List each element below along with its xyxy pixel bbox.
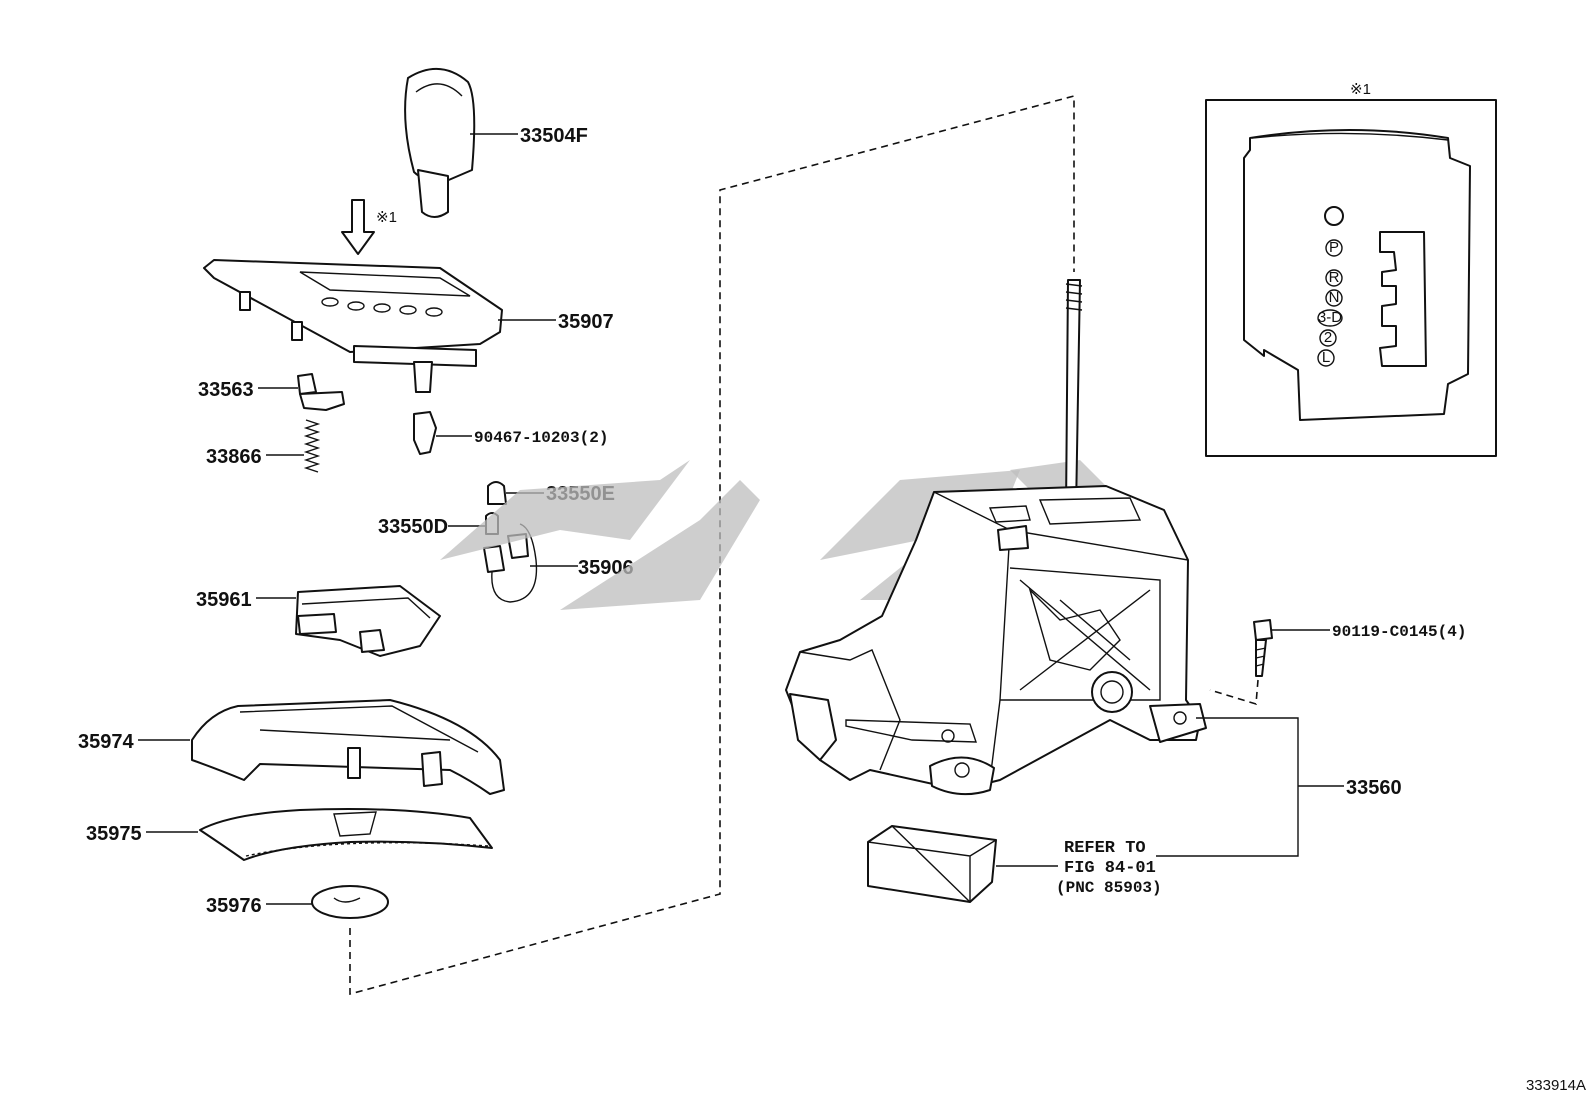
label-33866: 33866 xyxy=(206,446,262,468)
label-33560: 33560 xyxy=(1346,777,1402,799)
inset-note: ※1 xyxy=(1350,81,1371,98)
shift-button-part xyxy=(297,373,345,411)
diagram-id: 333914A xyxy=(1526,1077,1586,1094)
control-module-part xyxy=(867,825,997,903)
label-33550D: 33550D xyxy=(378,516,448,538)
label-35961: 35961 xyxy=(196,589,252,611)
gear-n: N xyxy=(1329,289,1340,306)
label-33504F: 33504F xyxy=(520,125,588,147)
label-33563: 33563 xyxy=(198,379,254,401)
bolt-dash xyxy=(1209,679,1259,706)
gear-indicator-list: P R N 3-D 2 L xyxy=(1317,239,1343,367)
bracket-33560 xyxy=(1156,717,1299,857)
shift-knob-part xyxy=(404,67,476,218)
label-90467-10203: 90467-10203(2) xyxy=(474,429,608,447)
label-35976: 35976 xyxy=(206,895,262,917)
shift-bezel-part xyxy=(203,259,503,393)
gear-r: R xyxy=(1329,269,1340,286)
upper-housing-part xyxy=(191,699,505,795)
gear-p: P xyxy=(1329,239,1339,256)
indicator-housing-part xyxy=(295,585,441,657)
emblem-part xyxy=(311,885,389,919)
refer-line-3: (PNC 85903) xyxy=(1056,879,1162,897)
shift-lever-assembly-part xyxy=(785,279,1207,796)
assembly-outline xyxy=(349,94,1075,996)
label-arrow-note: ※1 xyxy=(376,209,397,226)
label-35975: 35975 xyxy=(86,823,142,845)
gear-l: L xyxy=(1322,349,1330,366)
inset-shift-plate xyxy=(1243,129,1471,421)
refer-line-1: REFER TO xyxy=(1064,839,1146,858)
label-35974: 35974 xyxy=(78,731,134,753)
spring-part xyxy=(303,419,321,473)
bolt-part xyxy=(1253,619,1273,677)
label-90119-C0145: 90119-C0145(4) xyxy=(1332,623,1466,641)
clip-part xyxy=(413,411,437,455)
bulb-e-part xyxy=(487,481,507,505)
cover-strip-part xyxy=(199,808,493,861)
label-35907: 35907 xyxy=(558,311,614,333)
gear-2: 2 xyxy=(1324,329,1332,346)
down-arrow-icon xyxy=(341,199,375,255)
gear-3d: 3-D xyxy=(1318,309,1342,326)
refer-line-2: FIG 84-01 xyxy=(1064,859,1156,878)
